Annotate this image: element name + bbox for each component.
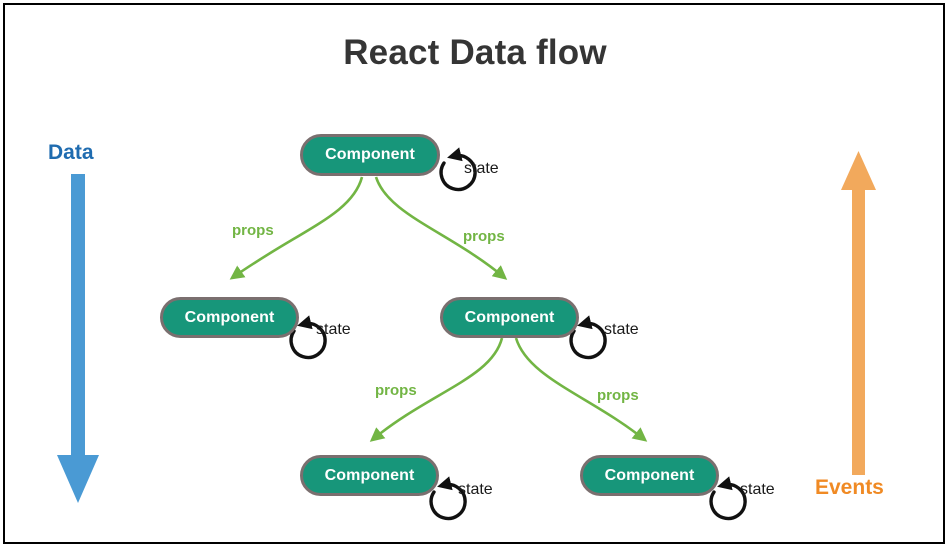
data-flow-arrow-icon <box>57 174 99 503</box>
component-node-child-left[interactable]: Component <box>160 297 299 338</box>
page-title: React Data flow <box>343 33 607 72</box>
state-label-root: state <box>464 160 499 177</box>
component-node-root[interactable]: Component <box>300 134 440 176</box>
component-node-label: Component <box>604 466 695 484</box>
props-label-root-to-child-right: props <box>463 228 505 245</box>
component-node-label: Component <box>184 308 275 326</box>
events-flow-label: Events <box>815 476 884 499</box>
state-label-grand-right: state <box>740 481 775 498</box>
state-loop-icon-grand-left <box>429 476 467 521</box>
events-flow-arrow-icon <box>841 151 876 475</box>
component-node-grand-right[interactable]: Component <box>580 455 719 496</box>
edge-child-right-to-grand-right <box>514 337 648 442</box>
edge-root-to-child-left <box>229 176 364 280</box>
state-loop-icon-child-left <box>289 315 327 360</box>
props-label-root-to-child-left: props <box>232 222 274 239</box>
state-label-child-left: state <box>316 321 351 338</box>
component-node-label: Component <box>464 308 555 326</box>
props-label-child-right-to-grand-right: props <box>597 387 639 404</box>
state-loop-icon-grand-right <box>709 476 747 521</box>
component-node-label: Component <box>325 146 415 163</box>
data-flow-label: Data <box>48 141 94 164</box>
component-node-grand-left[interactable]: Component <box>300 455 439 496</box>
component-node-child-right[interactable]: Component <box>440 297 579 338</box>
state-loop-icon-child-right <box>569 315 607 360</box>
props-label-child-right-to-grand-left: props <box>375 382 417 399</box>
state-label-child-right: state <box>604 321 639 338</box>
state-loop-icon-root <box>439 147 477 192</box>
edge-child-right-to-grand-left <box>369 337 504 442</box>
edge-root-to-child-right <box>374 176 508 280</box>
state-label-grand-left: state <box>458 481 493 498</box>
component-node-label: Component <box>324 466 415 484</box>
